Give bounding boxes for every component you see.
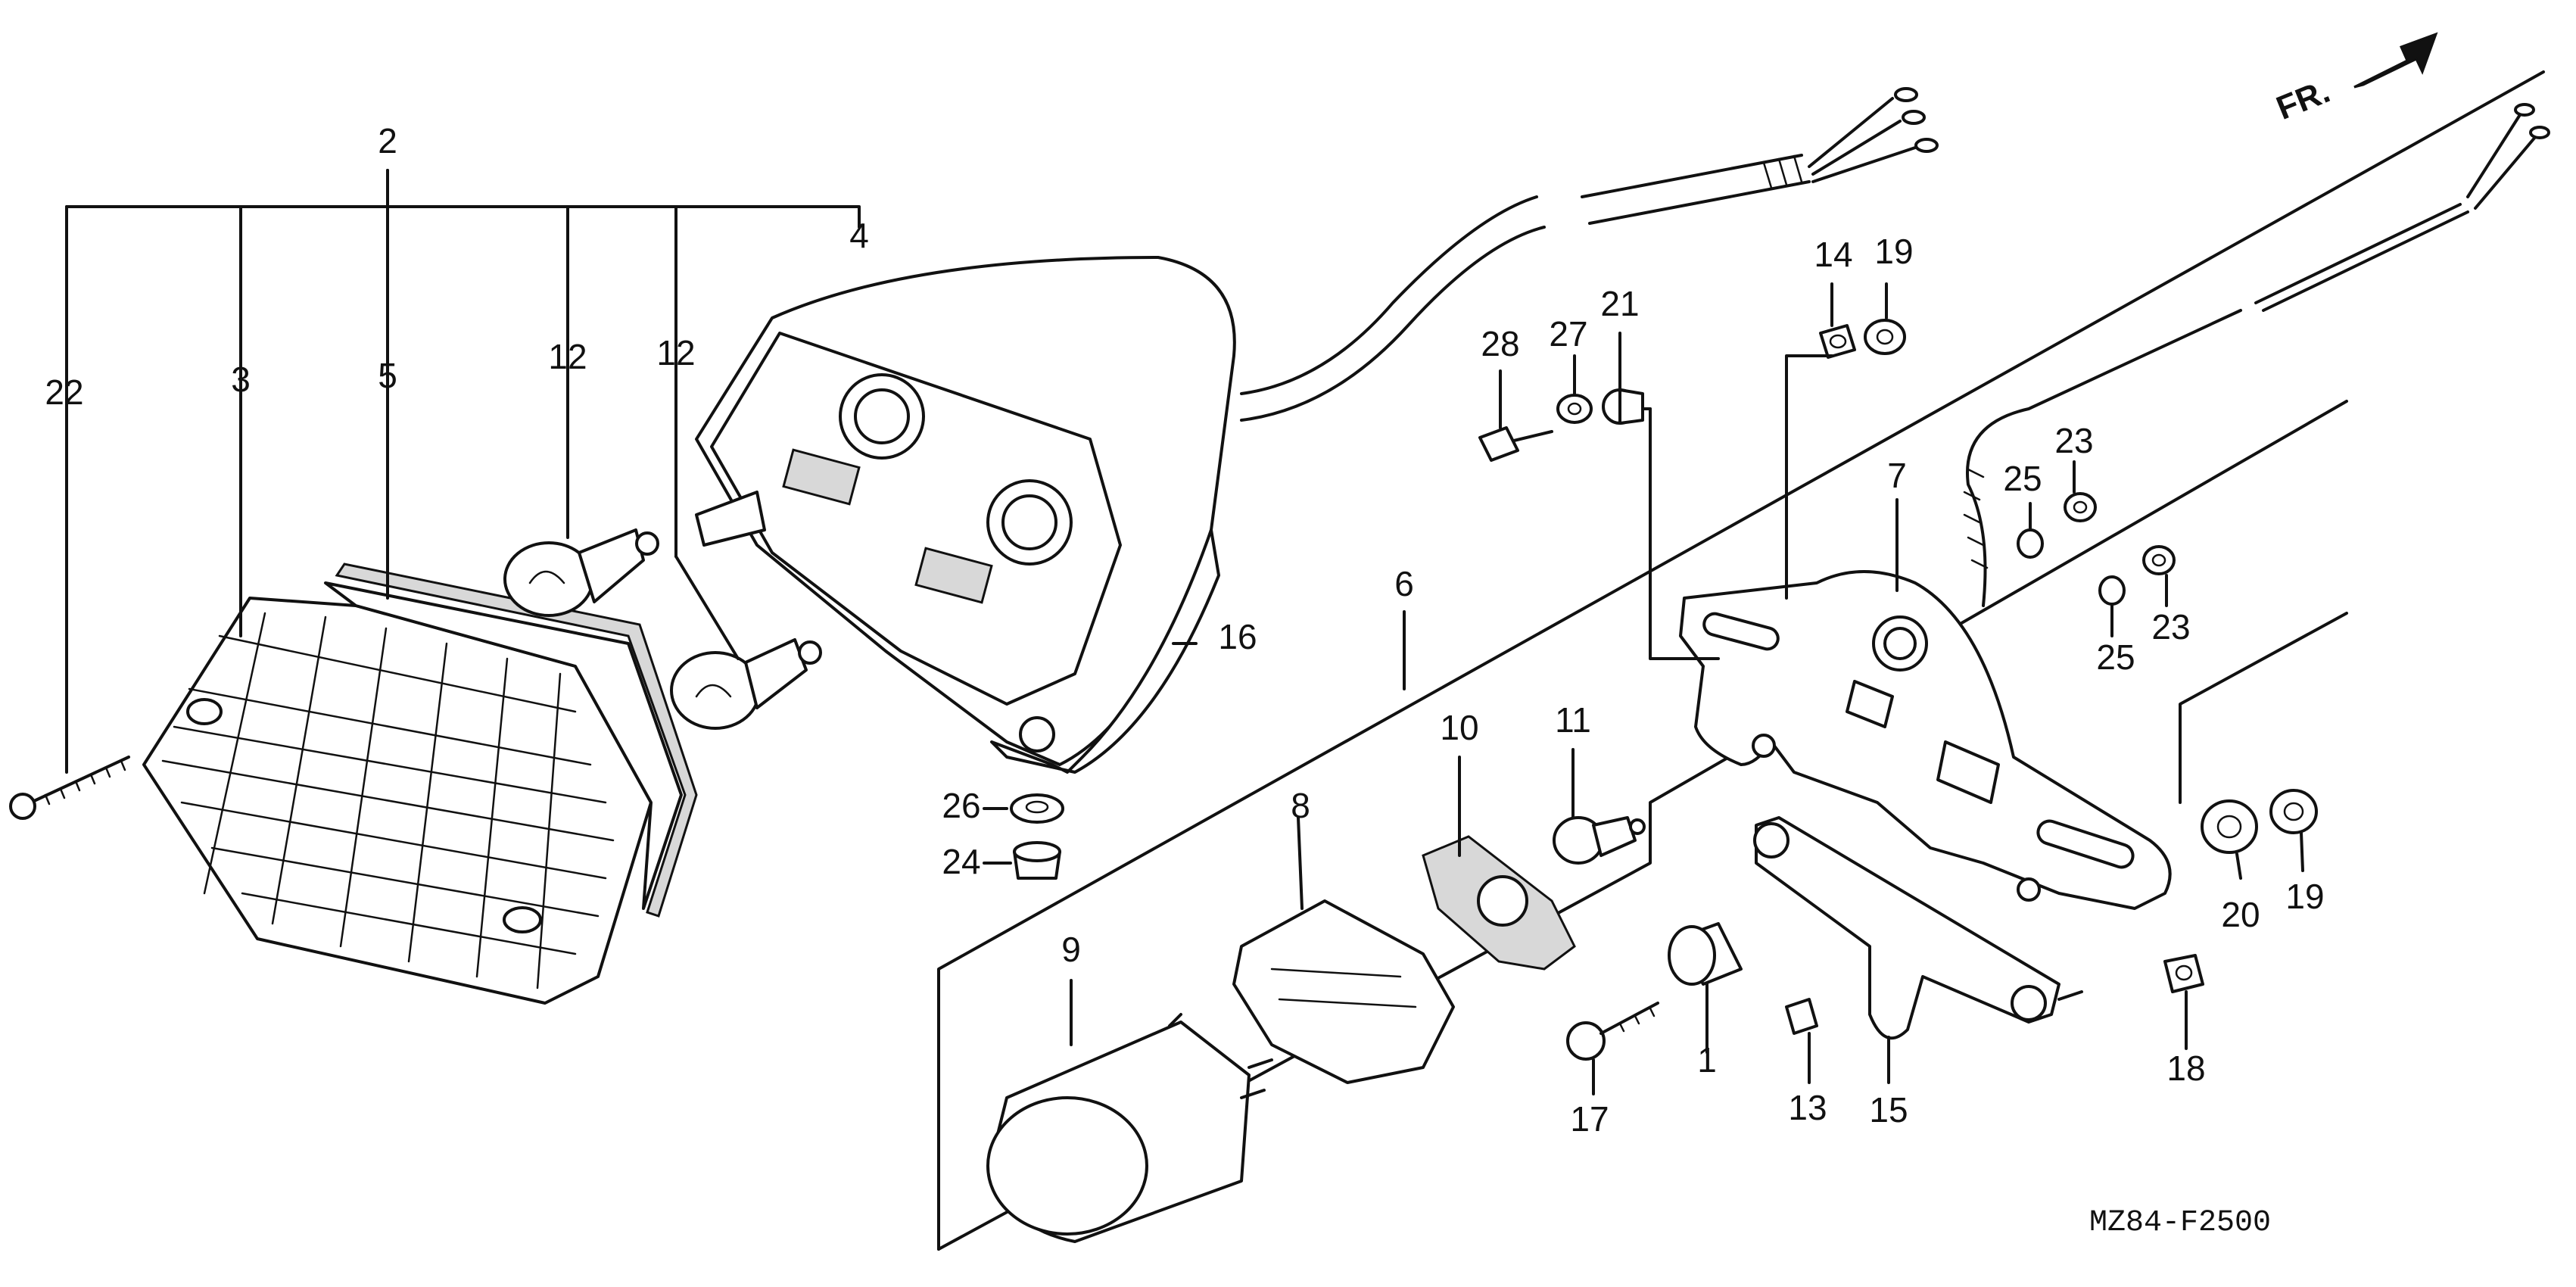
callout-19-upper: 19 bbox=[1874, 232, 1913, 271]
callout-20: 20 bbox=[2221, 895, 2260, 934]
callout-17: 17 bbox=[1570, 1099, 1609, 1139]
callout-19-lower: 19 bbox=[2285, 877, 2324, 916]
washer-25-lower bbox=[2098, 575, 2126, 606]
callout-18: 18 bbox=[2166, 1049, 2205, 1088]
callout-13: 13 bbox=[1788, 1088, 1827, 1127]
callout-14: 14 bbox=[1814, 235, 1852, 274]
leader-bracket-right bbox=[2179, 612, 2348, 804]
grommet-20 bbox=[2201, 799, 2258, 854]
lens-gasket bbox=[335, 562, 698, 918]
license-bracket bbox=[1679, 570, 2172, 910]
tail-lens bbox=[142, 581, 683, 1005]
wire-harness-main bbox=[1240, 87, 1939, 422]
callout-10: 10 bbox=[1440, 708, 1478, 747]
bulb-lower bbox=[670, 638, 822, 730]
callout-7: 7 bbox=[1887, 456, 1907, 495]
callout-15: 15 bbox=[1869, 1090, 1908, 1130]
washer-25-upper bbox=[2017, 528, 2044, 559]
leader-21-path bbox=[1649, 407, 1720, 660]
collar-26 bbox=[1010, 793, 1064, 824]
front-direction-indicator: FR. bbox=[2272, 32, 2438, 127]
callout-28: 28 bbox=[1481, 324, 1519, 363]
leader-14-path bbox=[1785, 354, 1833, 600]
callout-22: 22 bbox=[45, 372, 83, 412]
callout-23-upper: 23 bbox=[2054, 421, 2093, 460]
callout-2: 2 bbox=[378, 121, 397, 160]
nut-19-upper bbox=[1864, 319, 1906, 355]
assembly-bracket-2 bbox=[65, 169, 861, 372]
callout-16: 16 bbox=[1218, 617, 1257, 656]
callout-12-lower: 12 bbox=[656, 333, 695, 372]
callout-leaders bbox=[65, 282, 2304, 1095]
callout-21: 21 bbox=[1600, 284, 1639, 323]
wire-harness-license bbox=[1963, 103, 2550, 607]
callout-4: 4 bbox=[849, 216, 869, 255]
direction-label: FR. bbox=[2272, 73, 2335, 127]
license-light-lens bbox=[986, 1013, 1273, 1243]
callout-27: 27 bbox=[1549, 314, 1587, 354]
bulb-upper bbox=[503, 528, 659, 617]
callout-1: 1 bbox=[1697, 1040, 1717, 1080]
nut-23-upper bbox=[2064, 492, 2097, 522]
license-bulb bbox=[1553, 816, 1646, 865]
nut-19-lower bbox=[2269, 789, 2318, 834]
nut-14 bbox=[1819, 324, 1856, 359]
grommet-1 bbox=[1668, 922, 1743, 986]
callout-23-lower: 23 bbox=[2151, 607, 2190, 647]
callout-5: 5 bbox=[378, 356, 397, 395]
nut-23-lower bbox=[2142, 545, 2176, 575]
collar-21 bbox=[1602, 388, 1644, 425]
lower-stay bbox=[1753, 816, 2083, 1040]
callout-9: 9 bbox=[1061, 930, 1081, 969]
callout-6: 6 bbox=[1394, 564, 1414, 603]
callout-26: 26 bbox=[942, 786, 980, 825]
callout-25-upper: 25 bbox=[2003, 459, 2042, 498]
bolt-13 bbox=[1785, 998, 1818, 1035]
callout-labels: 2 22 3 5 12 12 4 16 26 24 6 10 11 8 9 28… bbox=[45, 121, 2324, 1139]
callout-3: 3 bbox=[231, 360, 251, 399]
callout-11: 11 bbox=[1555, 700, 1591, 740]
lens-screw bbox=[9, 756, 130, 820]
callout-8: 8 bbox=[1291, 786, 1310, 825]
figure-code: MZ84-F2500 bbox=[2089, 1206, 2271, 1240]
callout-12-upper: 12 bbox=[548, 337, 587, 376]
taillight-housing bbox=[695, 256, 1236, 774]
callout-24: 24 bbox=[942, 842, 980, 881]
bolt-28 bbox=[1478, 426, 1553, 462]
socket-plate bbox=[1422, 835, 1576, 971]
bolt-17 bbox=[1566, 1002, 1659, 1061]
nut-24 bbox=[1013, 841, 1061, 880]
callout-25-lower: 25 bbox=[2096, 637, 2135, 677]
washer-27 bbox=[1556, 394, 1593, 424]
license-light-cover bbox=[1232, 899, 1455, 1084]
nut-18 bbox=[2163, 954, 2204, 993]
